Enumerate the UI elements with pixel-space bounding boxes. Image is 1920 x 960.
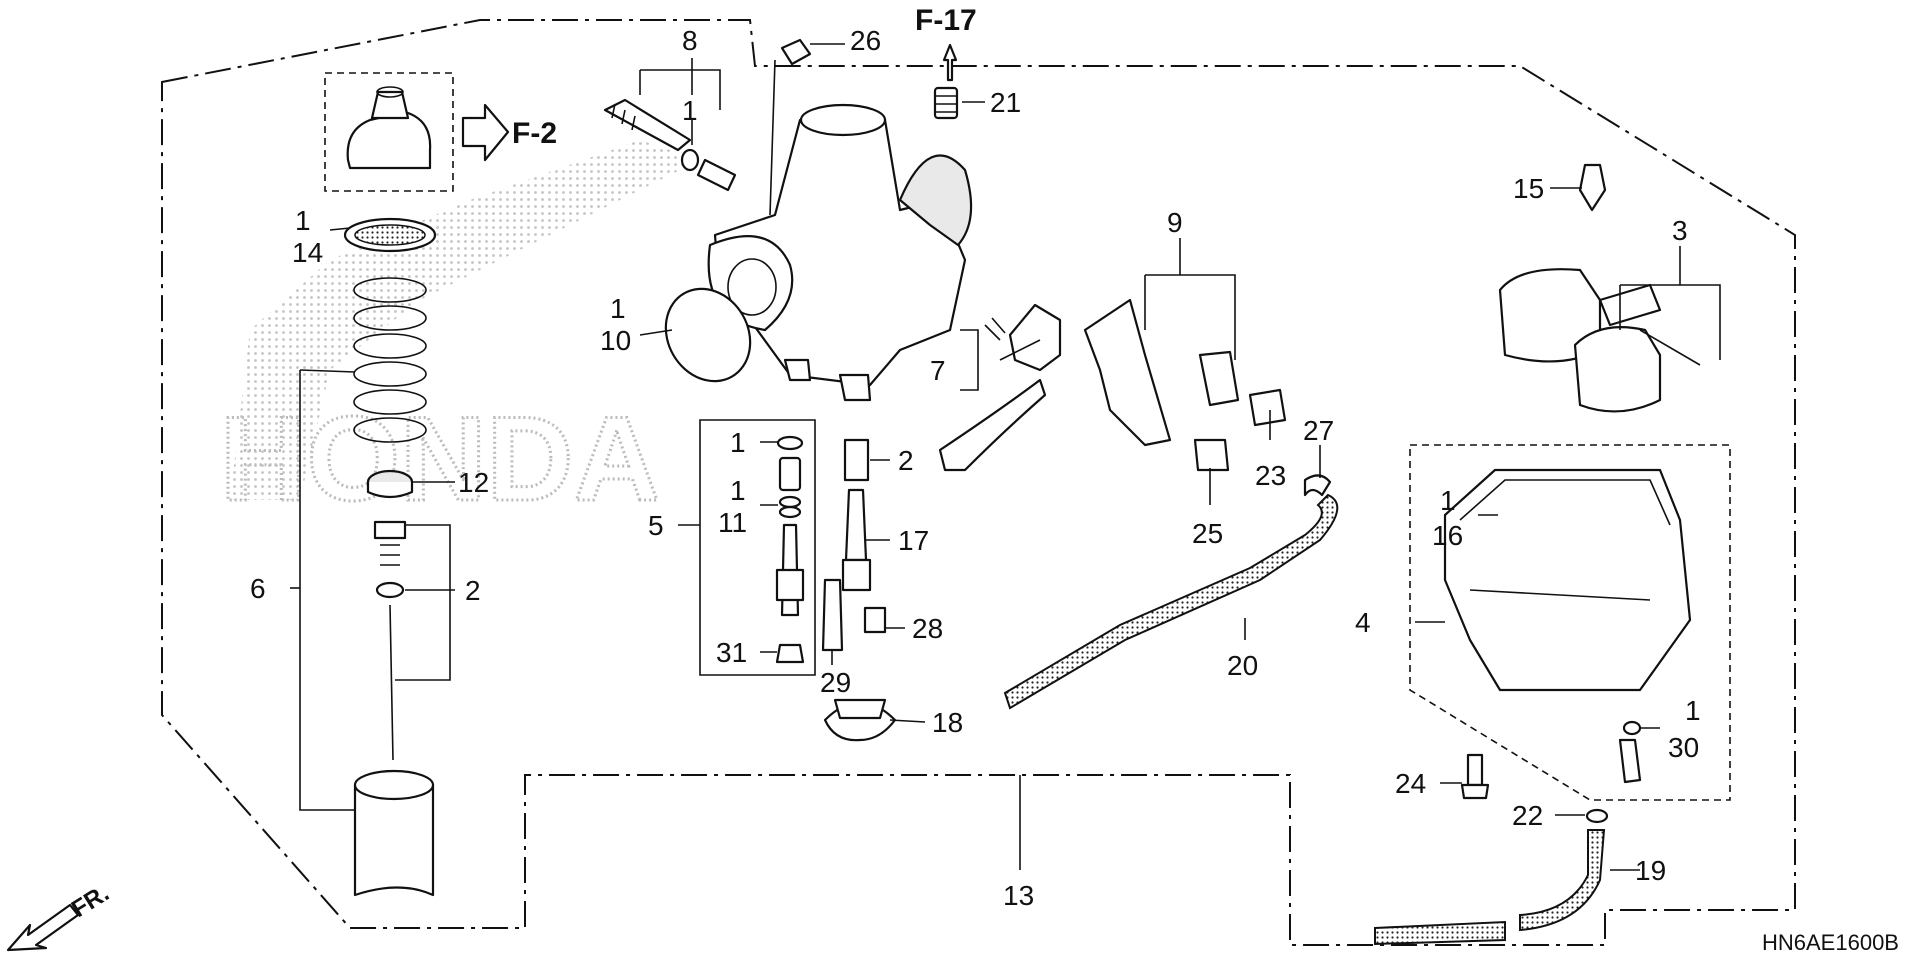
callout-3: 3 [1672,215,1688,246]
cap-nut-24 [780,38,812,66]
callout-2-needle: 2 [465,575,481,606]
needle-clip [373,520,407,599]
callout-11: 11 [718,507,747,538]
spring-19 [933,86,959,120]
mounting-bracket [1083,298,1287,472]
callout-12: 12 [458,467,489,498]
callout-1-drain: 1 [1685,695,1701,726]
callout-31: 31 [716,637,747,668]
fuel-hose-20 [1003,493,1339,710]
callout-28: 28 [912,613,943,644]
callout-19: 21 [990,87,1021,118]
pilot-screw [603,98,692,152]
f2-reference: F-2 [512,117,557,150]
leader-lines [290,43,1721,871]
drain-tube-segment [1374,920,1506,946]
callout-13: 13 [1003,880,1034,911]
assembly-boundary [161,19,1796,946]
clip-26 [1585,808,1609,824]
float-valve-18 [823,698,897,742]
o-ring-gasket [664,287,752,383]
float-chamber-box [1409,444,1731,801]
jet-kit-bracket [699,419,816,676]
hose-clip-25 [1303,474,1332,497]
callout-1-jet-mid: 1 [730,475,746,506]
callout-1-jet-top: 1 [730,427,746,458]
callout-24: 26 [850,25,881,56]
callout-16: 16 [1432,520,1463,551]
f2-arrow-icon [461,103,510,162]
callout-26: 22 [1512,800,1543,831]
callout-1-gasket: 1 [610,293,626,324]
drain-tube-27 [1519,829,1606,932]
float-assembly [1498,268,1701,413]
callout-2-jet: 2 [898,445,914,476]
f17-arrow-icon [942,43,958,82]
throttle-valve [353,769,435,897]
callout-9: 9 [1167,207,1183,238]
callout-25: 27 [1303,415,1334,446]
callout-14: 14 [292,237,323,268]
drain-screw-30 [1618,738,1642,784]
screw-22 [1460,753,1490,800]
cap-part [346,86,432,170]
callout-17: 17 [898,525,929,556]
float-valve-needle-15 [1578,163,1607,212]
callout-7: 7 [930,355,946,386]
callout-21: 23 [1255,460,1286,491]
callout-4: 4 [1355,607,1371,638]
callouts: 8 1 26 21 1 14 12 6 2 1 10 7 9 1 1 11 5 … [250,25,1701,911]
callout-27: 19 [1635,855,1666,886]
callout-10: 10 [600,325,631,356]
pilot-spring [696,158,737,192]
callout-22: 24 [1395,768,1426,799]
jet-kit-parts [775,435,805,664]
o-ring-washer [680,148,700,172]
needle-holder [366,469,414,499]
callout-6: 6 [250,573,266,604]
main-jet-parts [821,438,887,652]
callout-15: 15 [1513,173,1544,204]
callout-18: 18 [932,707,963,738]
fuel-line-24 [769,59,776,216]
callout-29: 29 [820,667,851,698]
diagram-code: HN6AE1600B [1762,930,1899,955]
callout-20: 20 [1227,650,1258,681]
front-arrow-icon [6,903,80,952]
callout-30: 30 [1668,732,1699,763]
callout-1-gasket16: 1 [1440,485,1456,516]
spring-coil [353,277,427,443]
f17-reference: F-17 [915,4,977,37]
callout-23: 25 [1192,518,1223,549]
callout-5: 5 [648,510,664,541]
svg-text:HONDA: HONDA [220,392,660,526]
callout-1-pilot: 1 [682,95,698,126]
carburetor-body [707,103,973,402]
diaphragm-ring [343,217,437,253]
throttle-link-assembly [938,303,1062,472]
f2-detail-box [324,72,454,192]
honda-watermark: HONDA [219,140,700,528]
jet-needle [389,604,394,761]
callout-8: 8 [682,25,698,56]
callout-1-ring: 1 [295,205,311,236]
float-chamber [1443,468,1692,692]
washer-30 [1622,720,1642,736]
